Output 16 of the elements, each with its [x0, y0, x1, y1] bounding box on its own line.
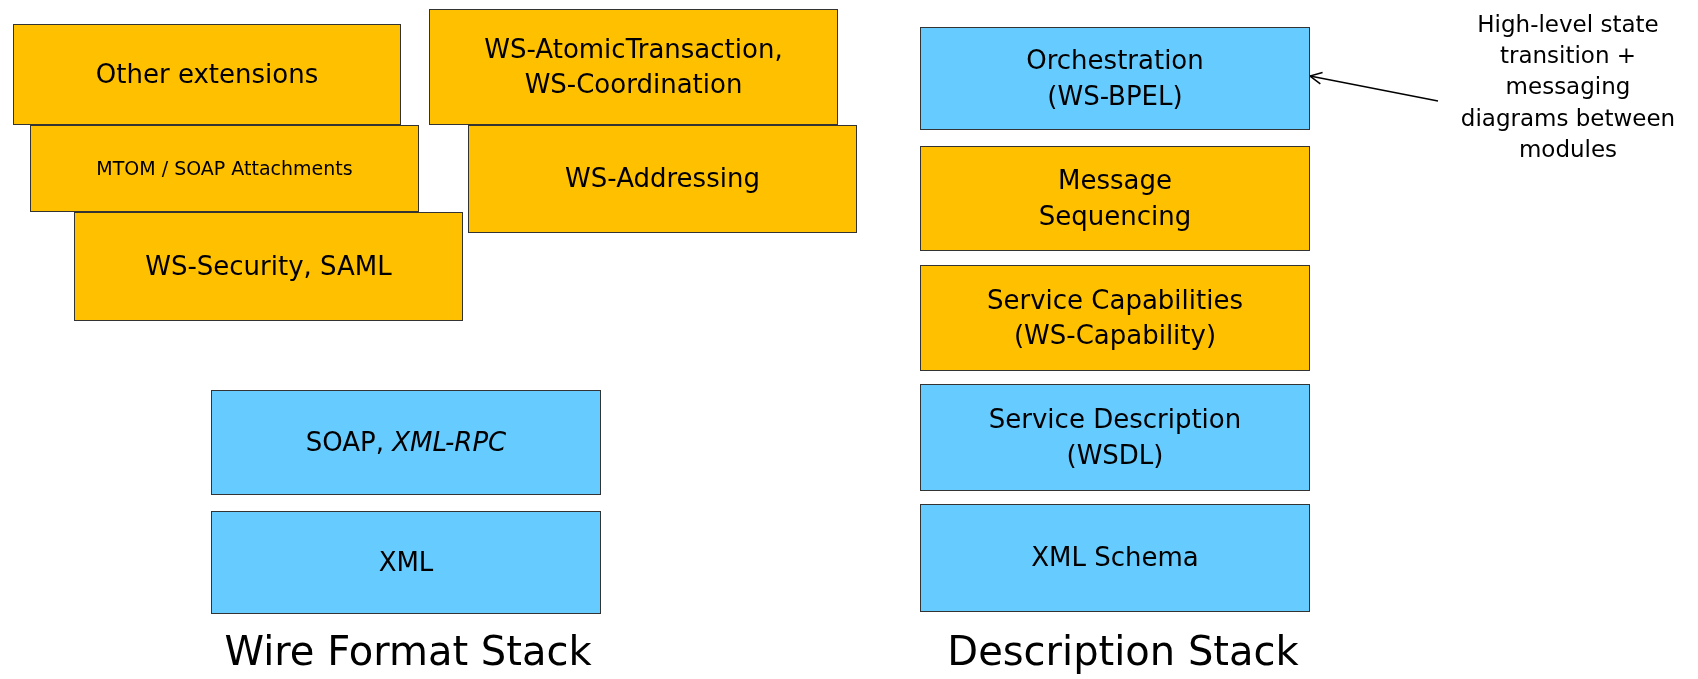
stack-layer-box: SOAP, XML-RPC — [211, 390, 601, 495]
arrow — [1309, 71, 1439, 102]
stack-layer-box: Service Description (WSDL) — [920, 384, 1310, 491]
stack-layer-box: Other extensions — [13, 24, 401, 125]
stack-layer-box: WS-Addressing — [468, 125, 857, 233]
stack-layer-box: Message Sequencing — [920, 146, 1310, 251]
stack-layer-box: XML — [211, 511, 601, 614]
stack-layer-box: MTOM / SOAP Attachments — [30, 125, 419, 212]
stack-title: Description Stack — [947, 628, 1299, 674]
stack-layer-box: WS-AtomicTransaction, WS-Coordination — [429, 9, 838, 125]
stack-layer-box: Service Capabilities (WS-Capability) — [920, 265, 1310, 371]
stack-layer-box: WS-Security, SAML — [74, 212, 463, 321]
stack-layer-box: Orchestration (WS-BPEL) — [920, 27, 1310, 130]
stack-title: Wire Format Stack — [224, 628, 592, 674]
annotation-text: High-level state transition + messaging diagrams between modules — [1438, 2, 1698, 172]
stack-layer-box: XML Schema — [920, 504, 1310, 612]
